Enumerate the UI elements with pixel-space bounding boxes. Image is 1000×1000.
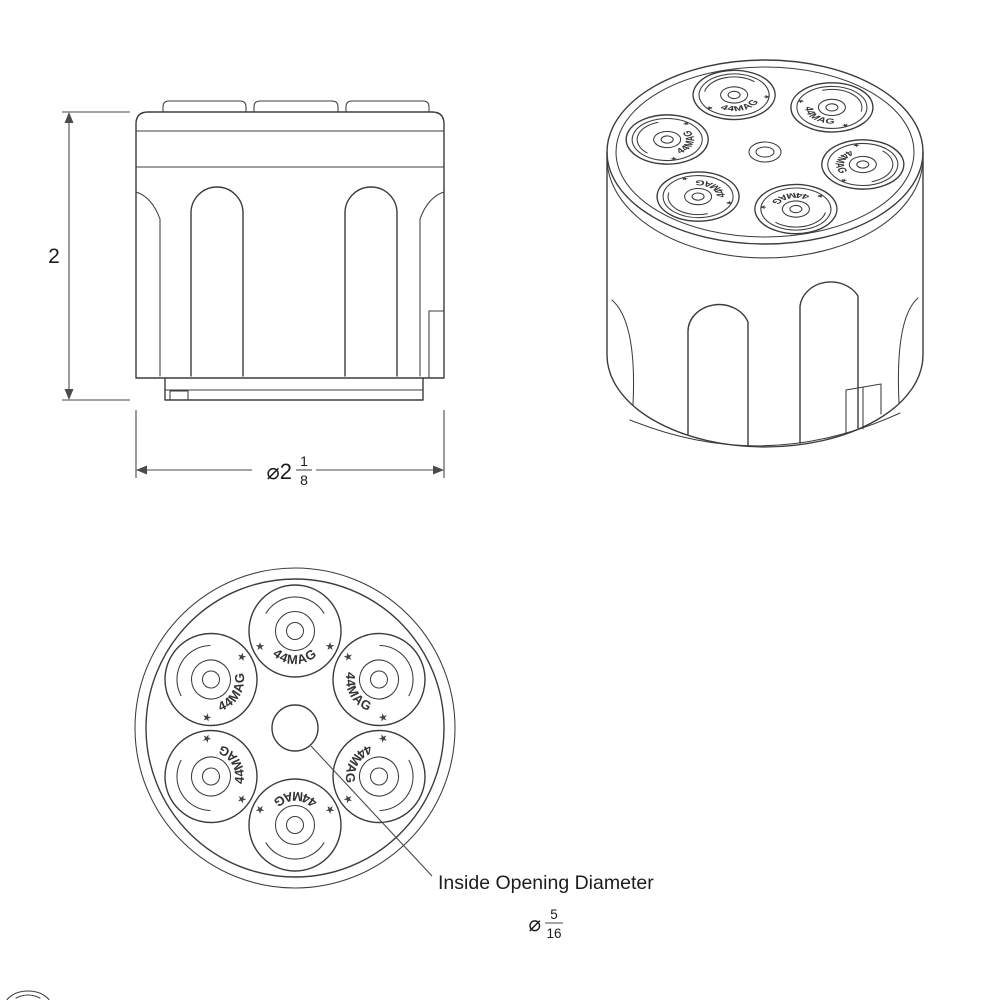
flute-edge-curve — [897, 297, 919, 404]
flute-groove — [190, 186, 244, 377]
flute-edge-curve — [419, 191, 445, 377]
height-dimension: 2 — [48, 111, 130, 401]
callout-fraction-numerator: 5 — [550, 907, 558, 922]
logo-circle — [6, 990, 50, 1000]
cylinder-body-outline — [606, 151, 924, 448]
height-label: 2 — [48, 245, 60, 268]
center-hole-inner — [755, 146, 775, 158]
dimension-arrow — [64, 112, 74, 123]
cartridge-rim-tab — [345, 100, 430, 113]
flute-groove — [687, 303, 749, 446]
diameter-dimension: ⌀2 1 8 — [135, 410, 445, 488]
leader-line — [310, 745, 433, 877]
dimension-arrow — [64, 389, 74, 400]
flute-groove — [344, 186, 398, 377]
cylinder-outer-circle — [134, 567, 456, 889]
inside-opening-callout: Inside Opening Diameter ⌀ 5 16 — [310, 745, 654, 941]
dimension-arrow — [433, 465, 444, 475]
cylinder-body-outline — [135, 111, 445, 379]
dimension-arrow — [136, 465, 147, 475]
side-view: 2 ⌀2 1 8 — [48, 100, 445, 488]
logo-detail — [15, 994, 41, 999]
callout-label: Inside Opening Diameter — [438, 872, 654, 894]
top-face-chamfer — [615, 66, 915, 238]
callout-fraction-denominator: 16 — [546, 926, 561, 941]
cartridge-rim-tab — [253, 100, 339, 113]
flute-edge-curve — [611, 299, 635, 406]
center-hole — [271, 704, 319, 752]
diameter-fraction-numerator: 1 — [300, 453, 308, 469]
flute-edge-curve — [135, 191, 161, 377]
stop-notch — [428, 310, 445, 379]
base-detail — [169, 390, 189, 401]
center-hole — [748, 141, 782, 163]
cartridge-rim-tab — [162, 100, 247, 113]
base-step-line — [629, 412, 901, 447]
cylinder-face-circle — [145, 578, 445, 878]
top-rim-line — [606, 157, 924, 259]
diameter-label-whole: ⌀2 — [267, 459, 292, 484]
isometric-view — [606, 59, 924, 448]
flute-groove — [799, 281, 859, 444]
logo-fragment — [6, 990, 50, 1000]
base-step — [164, 377, 424, 401]
top-face — [606, 59, 924, 245]
plan-view: Inside Opening Diameter ⌀ 5 16 — [134, 567, 654, 941]
diameter-fraction-denominator: 8 — [300, 472, 308, 488]
callout-diameter-symbol: ⌀ — [528, 913, 541, 936]
